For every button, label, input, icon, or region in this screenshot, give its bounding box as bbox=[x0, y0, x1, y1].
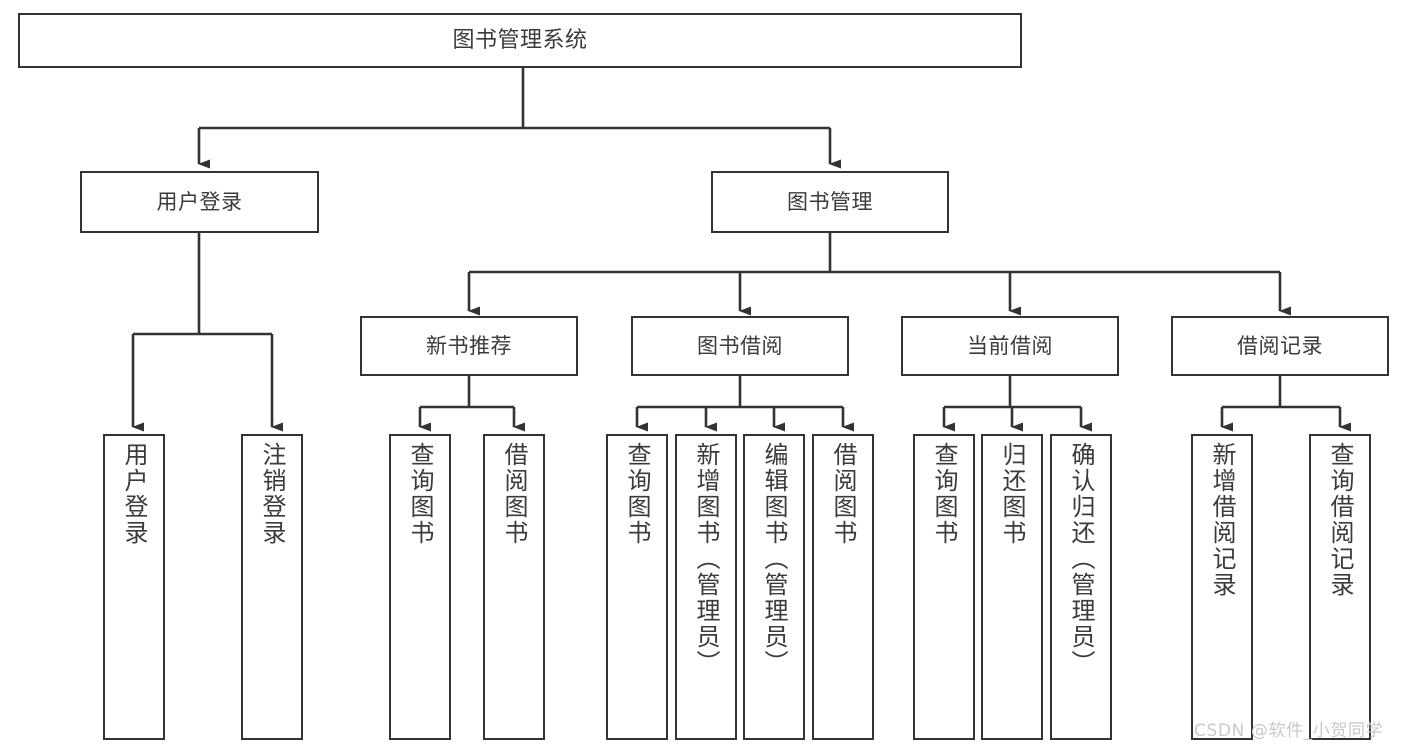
node-book-management[interactable]: 图书管理 bbox=[711, 171, 949, 233]
node-label: 编辑图书（管理员） bbox=[760, 442, 788, 676]
node-label: 查询图书 bbox=[406, 442, 434, 546]
leaf-records-query-record[interactable]: 查询借阅记录 bbox=[1309, 434, 1371, 740]
leaf-borrow-edit-book-admin[interactable]: 编辑图书（管理员） bbox=[743, 434, 805, 740]
leaf-newbook-query-book[interactable]: 查询图书 bbox=[389, 434, 451, 740]
node-label: 借阅图书 bbox=[500, 442, 528, 546]
leaf-borrow-borrow-book[interactable]: 借阅图书 bbox=[812, 434, 874, 740]
leaf-current-confirm-return-admin[interactable]: 确认归还（管理员） bbox=[1050, 434, 1112, 740]
node-new-book-recommend[interactable]: 新书推荐 bbox=[360, 316, 578, 376]
node-current-borrow[interactable]: 当前借阅 bbox=[901, 316, 1119, 376]
watermark-credit: CSDN @软件_小贺同学 bbox=[1194, 721, 1384, 741]
node-label: 借阅记录 bbox=[1237, 333, 1323, 358]
node-label: 借阅图书 bbox=[829, 442, 857, 546]
leaf-borrow-query-book[interactable]: 查询图书 bbox=[606, 434, 668, 740]
node-label: 查询图书 bbox=[930, 442, 958, 546]
node-label: 用户登录 bbox=[156, 189, 243, 214]
node-label: 新书推荐 bbox=[426, 333, 512, 358]
node-borrow-records[interactable]: 借阅记录 bbox=[1171, 316, 1389, 376]
node-label: 归还图书 bbox=[998, 442, 1026, 546]
node-root-system[interactable]: 图书管理系统 bbox=[18, 13, 1022, 68]
node-label: 用户登录 bbox=[120, 442, 148, 546]
node-user-login[interactable]: 用户登录 bbox=[80, 171, 319, 233]
node-label: 查询借阅记录 bbox=[1326, 442, 1354, 598]
node-label: 图书管理 bbox=[787, 189, 873, 214]
leaf-newbook-borrow-book[interactable]: 借阅图书 bbox=[483, 434, 545, 740]
leaf-borrow-add-book-admin[interactable]: 新增图书（管理员） bbox=[675, 434, 737, 740]
node-label: 当前借阅 bbox=[967, 333, 1053, 358]
node-label: 查询图书 bbox=[623, 442, 651, 546]
leaf-user-login[interactable]: 用户登录 bbox=[103, 434, 165, 740]
node-label: 确认归还（管理员） bbox=[1067, 442, 1095, 676]
node-label: 图书借阅 bbox=[697, 333, 783, 358]
node-book-borrow[interactable]: 图书借阅 bbox=[631, 316, 849, 376]
node-label: 新增借阅记录 bbox=[1208, 442, 1236, 598]
leaf-current-query-book[interactable]: 查询图书 bbox=[913, 434, 975, 740]
leaf-current-return-book[interactable]: 归还图书 bbox=[981, 434, 1043, 740]
node-label: 新增图书（管理员） bbox=[692, 442, 720, 676]
node-label: 图书管理系统 bbox=[452, 27, 588, 53]
leaf-records-add-record[interactable]: 新增借阅记录 bbox=[1191, 434, 1253, 740]
node-label: 注销登录 bbox=[258, 442, 286, 546]
leaf-user-logout[interactable]: 注销登录 bbox=[241, 434, 303, 740]
